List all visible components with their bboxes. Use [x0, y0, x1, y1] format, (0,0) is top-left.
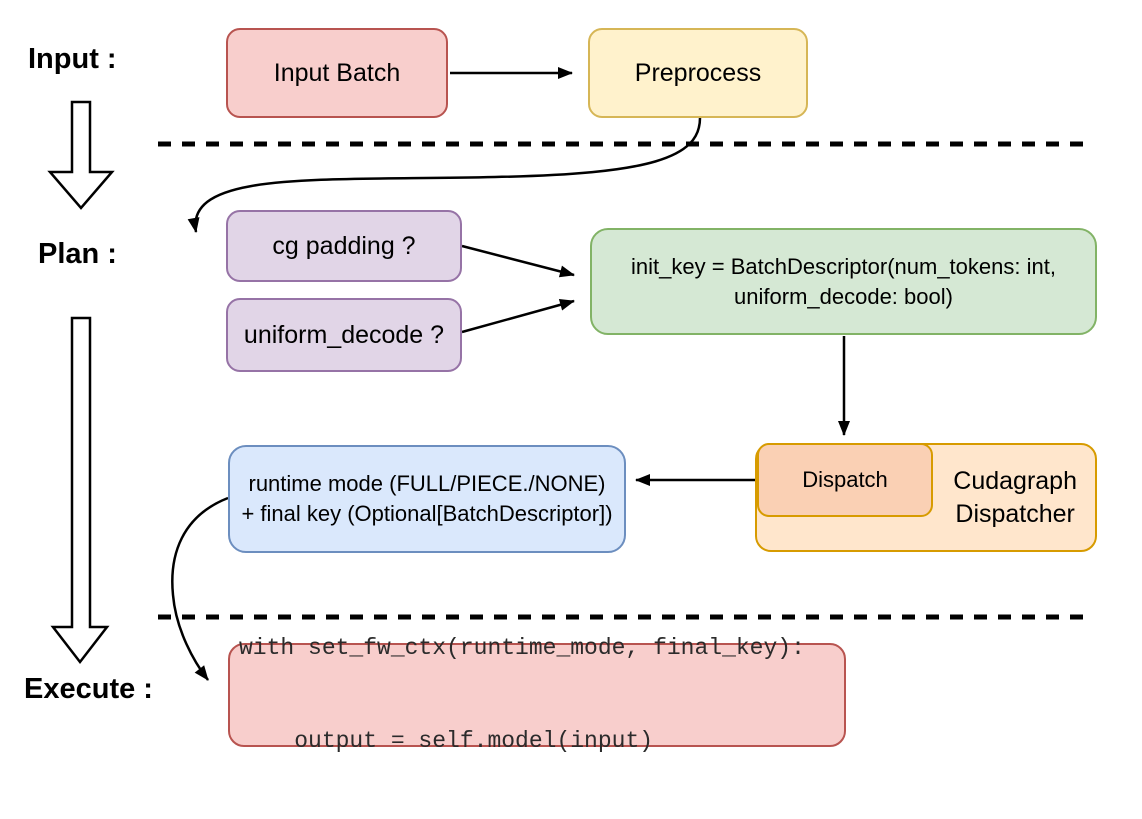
edge-cgpadding-to-initkey: [461, 244, 575, 278]
input-batch-node: Input Batch: [226, 28, 448, 118]
execute-code-node: with set_fw_ctx(runtime_mode, final_key)…: [228, 635, 846, 754]
runtime-mode-line2: + final key (Optional[BatchDescriptor]): [241, 501, 613, 526]
runtime-mode-node: runtime mode (FULL/PIECE./NONE) + final …: [228, 445, 626, 553]
preprocess-node: Preprocess: [588, 28, 808, 118]
execute-code-line1: with set_fw_ctx(runtime_mode, final_key)…: [239, 635, 805, 661]
init-key-line1: init_key = BatchDescriptor(num_tokens: i…: [631, 253, 1056, 279]
plan-section-label: Plan :: [38, 238, 117, 270]
edge-runtimemode-to-executecode: [171, 496, 229, 681]
diagram-canvas: Input : Plan : Execute : Input Batch Pre…: [24, 28, 1097, 754]
input-to-plan-arrow-icon: [47, 100, 115, 210]
edge-preprocess-to-cgpadding: [187, 117, 702, 233]
uniform-decode-label: uniform_decode ?: [243, 320, 445, 349]
execute-code-line2: output = self.model(input): [239, 728, 654, 754]
runtime-mode-line1: runtime mode (FULL/PIECE./NONE): [248, 471, 606, 496]
connector-layer: [47, 67, 1092, 681]
cg-padding-node: cg padding ?: [226, 210, 462, 282]
init-key-line2: uniform_decode: bool): [734, 283, 953, 309]
execute-section-label: Execute :: [24, 673, 153, 705]
edge-uniformdecode-to-initkey: [461, 298, 575, 334]
dispatch-node: Dispatch: [757, 443, 933, 517]
input-batch-label: Input Batch: [273, 58, 401, 87]
cudagraph-dispatcher-line1: Cudagraph: [953, 467, 1077, 495]
cg-padding-label: cg padding ?: [272, 231, 416, 260]
cudagraph-dispatcher-line2: Dispatcher: [955, 499, 1075, 528]
plan-to-execute-arrow-icon: [50, 316, 110, 665]
uniform-decode-node: uniform_decode ?: [226, 298, 462, 372]
preprocess-label: Preprocess: [634, 58, 762, 87]
init-key-node: init_key = BatchDescriptor(num_tokens: i…: [590, 228, 1097, 335]
dispatch-label: Dispatch: [802, 467, 888, 492]
input-section-label: Input :: [28, 43, 117, 75]
